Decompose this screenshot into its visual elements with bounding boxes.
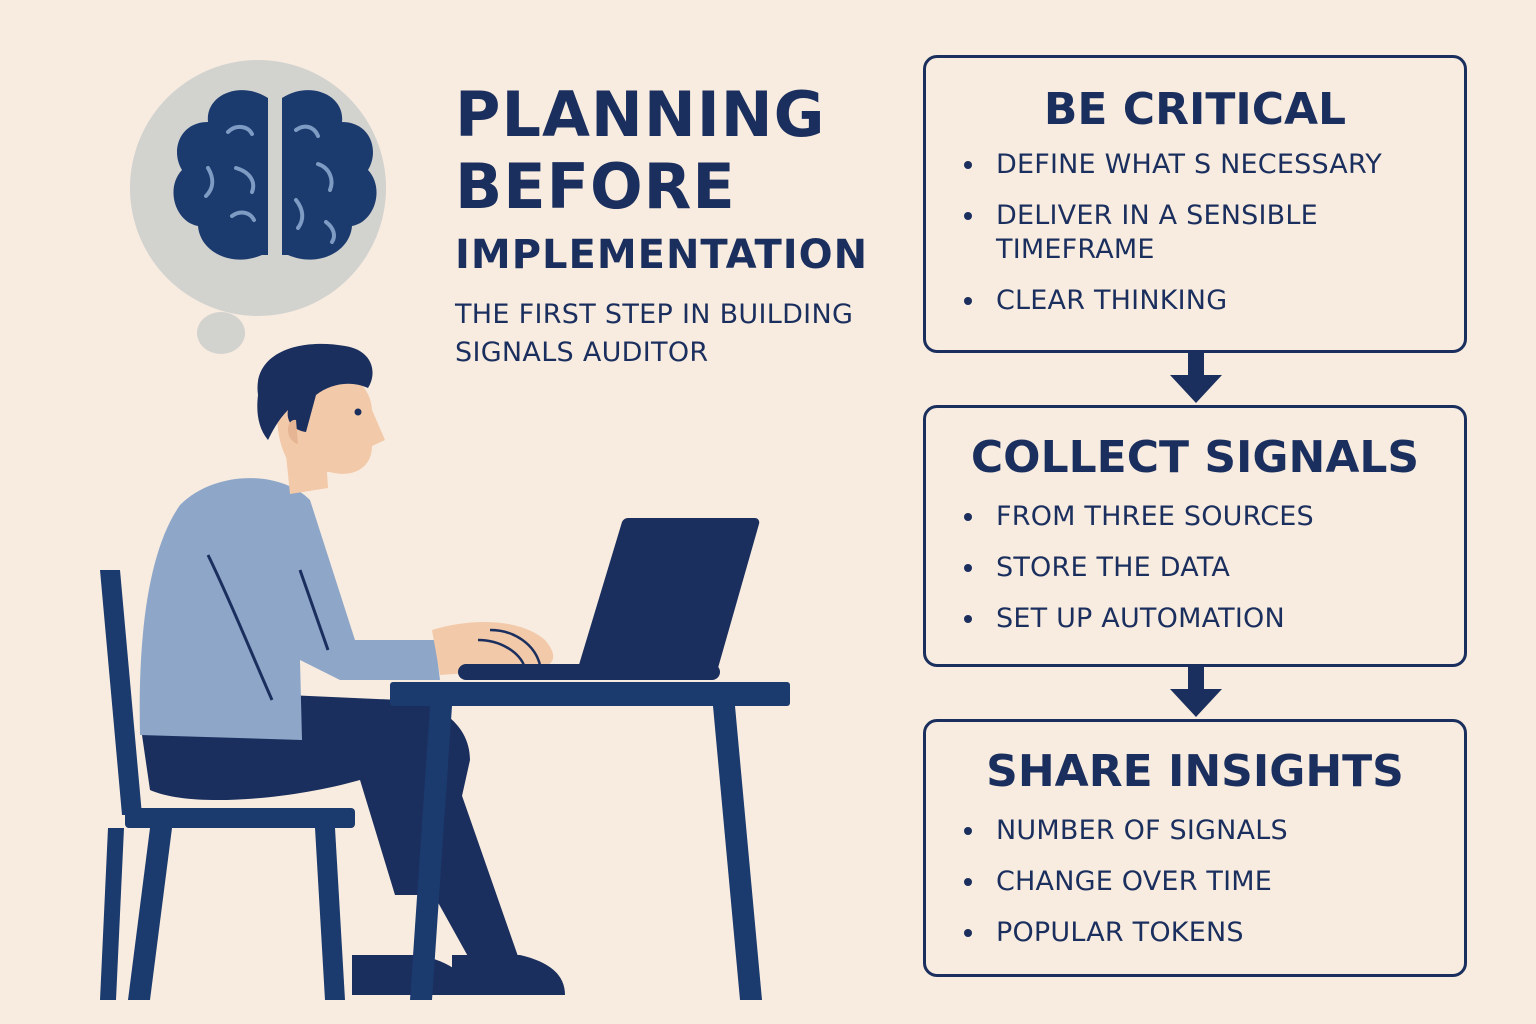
bullet-icon xyxy=(964,615,972,623)
list-item: Store the data xyxy=(964,551,1464,585)
list-item: Clear thinking xyxy=(964,284,1464,318)
hair xyxy=(257,343,373,440)
step-box-share-insights: Share Insights Number of signals Change … xyxy=(923,719,1467,977)
bullet-icon xyxy=(964,161,972,169)
bullet-icon xyxy=(964,513,972,521)
step-title: Share Insights xyxy=(986,746,1404,797)
foot-left xyxy=(352,955,470,995)
step-list: Define what s necessary Deliver in a sen… xyxy=(926,148,1464,318)
bullet-icon xyxy=(964,212,972,220)
list-item: Set up automation xyxy=(964,602,1464,636)
list-item: Deliver in a sensible timeframe xyxy=(964,199,1396,267)
chair xyxy=(100,570,355,1000)
laptop-screen xyxy=(578,518,760,668)
eye xyxy=(354,408,362,416)
step-title: Collect Signals xyxy=(970,432,1420,483)
bullet-icon xyxy=(964,297,972,305)
list-item: Popular tokens xyxy=(964,916,1464,950)
title-line-3: Implementation xyxy=(455,232,869,278)
list-item: From three sources xyxy=(964,500,1464,534)
step-box-collect-signals: Collect Signals From three sources Store… xyxy=(923,405,1467,667)
foot-right xyxy=(452,955,565,995)
arrow-down-icon xyxy=(1170,353,1222,403)
person-illustration xyxy=(100,60,790,1000)
step-list: From three sources Store the data Set up… xyxy=(926,500,1464,636)
title-line-2: Before xyxy=(455,150,736,223)
bullet-icon xyxy=(964,929,972,937)
bullet-icon xyxy=(964,827,972,835)
title-line-1: Planning xyxy=(455,78,826,151)
step-list: Number of signals Change over time Popul… xyxy=(926,814,1464,950)
shirt xyxy=(139,478,440,740)
list-item: Number of signals xyxy=(964,814,1464,848)
brain-icon xyxy=(173,90,377,260)
bullet-icon xyxy=(964,878,972,886)
laptop-base xyxy=(458,664,720,680)
thought-bubble-small xyxy=(197,312,245,354)
step-box-be-critical: Be Critical Define what s necessary Deli… xyxy=(923,55,1467,353)
title-block: Planning Before Implementation The first… xyxy=(455,84,895,372)
arrow-down-icon xyxy=(1170,667,1222,717)
list-item: Change over time xyxy=(964,865,1464,899)
pants xyxy=(142,690,470,895)
step-title: Be Critical xyxy=(1043,84,1347,135)
bullet-icon xyxy=(964,564,972,572)
ear xyxy=(288,419,298,444)
desk xyxy=(390,682,790,1000)
list-item: Define what s necessary xyxy=(964,148,1464,182)
subtitle: The first step in building signals audit… xyxy=(455,299,854,368)
